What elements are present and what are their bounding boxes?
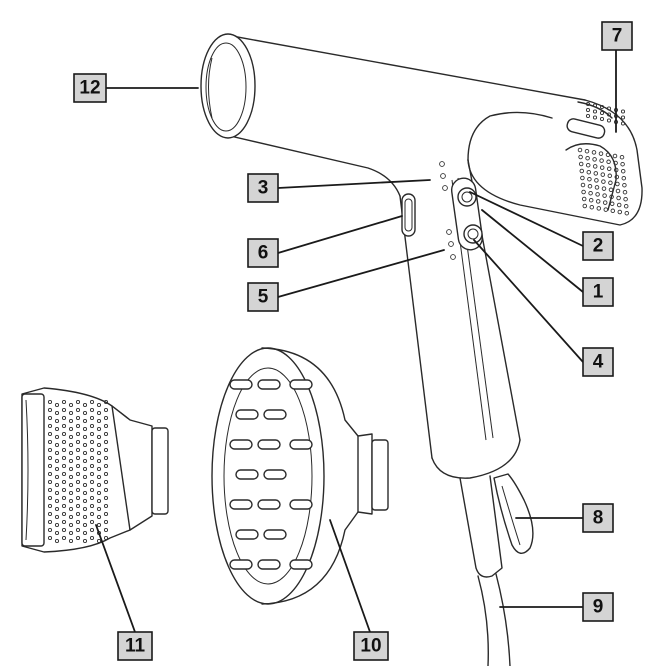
air-intake-grille [565, 101, 630, 216]
grille-holes [577, 101, 630, 216]
leader-4 [473, 239, 584, 363]
leader-2 [469, 191, 584, 247]
diffuser-prongs [229, 379, 313, 570]
callout-10-label: 10 [360, 636, 381, 657]
callout-3: 3 [247, 173, 279, 203]
callout-10: 10 [353, 631, 389, 661]
leader-1 [481, 209, 584, 293]
callout-9-label: 9 [593, 597, 604, 618]
leader-lines [95, 49, 617, 633]
callout-1: 1 [582, 277, 614, 307]
cold-shot-switch [401, 193, 416, 237]
callout-12-label: 12 [79, 78, 100, 99]
callout-5: 5 [247, 282, 279, 312]
temperature-indicator-lights [439, 161, 448, 191]
callout-7: 7 [601, 21, 633, 51]
callout-7-label: 7 [612, 26, 623, 47]
speed-button [463, 224, 483, 244]
leader-10 [329, 519, 371, 633]
callout-12: 12 [73, 73, 107, 103]
callout-4: 4 [582, 347, 614, 377]
callout-1-label: 1 [593, 282, 604, 303]
hanging-loop [493, 473, 534, 554]
callout-3-label: 3 [258, 178, 269, 199]
callout-4-label: 4 [593, 352, 604, 373]
callout-8-label: 8 [593, 508, 604, 529]
speed-indicator-lights [446, 229, 456, 260]
leader-11 [95, 524, 136, 633]
concentrator-nozzle [21, 387, 169, 553]
leader-6 [277, 215, 403, 254]
diffuser-attachment [211, 347, 389, 605]
dryer-barrel [225, 35, 643, 226]
leader-3 [277, 179, 431, 189]
power-button [457, 187, 477, 207]
nozzle-texture-dots [47, 399, 109, 544]
callout-6-label: 6 [258, 243, 269, 264]
callout-6: 6 [247, 238, 279, 268]
leader-5 [277, 249, 445, 298]
callout-2: 2 [582, 231, 614, 261]
callout-8: 8 [582, 503, 614, 533]
cord-guard [459, 475, 503, 578]
callout-5-label: 5 [258, 287, 269, 308]
power-cord [477, 573, 511, 666]
callout-11-label: 11 [125, 636, 146, 657]
dryer-handle [399, 111, 553, 479]
callout-11: 11 [117, 631, 153, 661]
callout-9: 9 [582, 592, 614, 622]
front-nozzle-outlet [200, 33, 256, 139]
callout-2-label: 2 [593, 236, 604, 257]
